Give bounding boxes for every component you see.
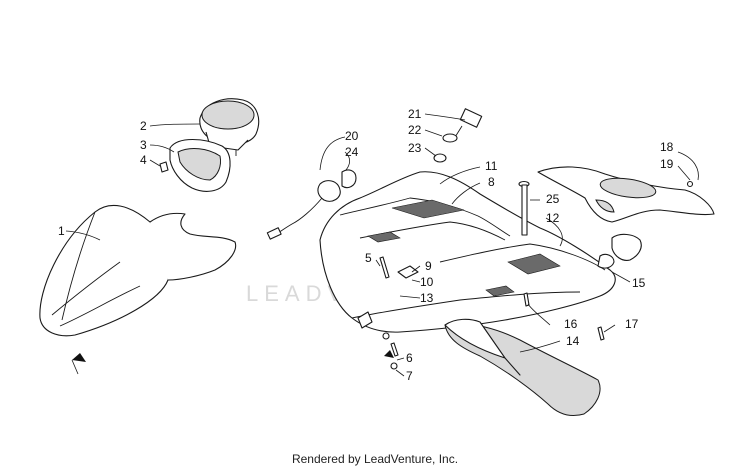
callout-11: 11	[485, 159, 498, 173]
part-15-knob	[597, 233, 642, 269]
part-25-bolt	[518, 180, 530, 236]
callout-16: 16	[564, 317, 578, 331]
arrow-center	[384, 350, 394, 358]
callout-23: 23	[408, 141, 422, 155]
part-21-key	[433, 108, 483, 163]
callout-22: 22	[408, 123, 422, 137]
callout-7: 7	[406, 369, 413, 383]
callout-15: 15	[632, 276, 646, 290]
callout-19: 19	[660, 157, 674, 171]
callout-5: 5	[365, 251, 372, 265]
callout-20: 20	[345, 129, 359, 143]
callout-21: 21	[408, 107, 422, 121]
callout-9: 9	[425, 259, 432, 273]
callout-17: 17	[625, 317, 639, 331]
part-20-harness	[266, 169, 357, 240]
part-4-screw	[159, 161, 169, 173]
callout-6: 6	[406, 351, 413, 365]
part-5-screw	[379, 256, 390, 279]
part-18-rear-cover	[537, 166, 715, 223]
callout-3: 3	[140, 138, 147, 152]
leader-lines	[65, 113, 699, 377]
callout-25: 25	[546, 192, 560, 206]
part-1-front-fender	[39, 204, 237, 337]
callout-1: 1	[58, 224, 65, 238]
part-17-screw	[597, 326, 605, 341]
callout-18: 18	[660, 140, 674, 154]
callout-8: 8	[488, 175, 495, 189]
callout-12: 12	[546, 211, 560, 225]
callout-10: 10	[420, 275, 434, 289]
callout-labels: 1 2 3 4 5 6 7 8 9 10 11 12 13 14 15 16 1…	[58, 107, 674, 383]
callout-13: 13	[420, 291, 434, 305]
arrow-left	[72, 353, 86, 362]
footer-credit: Rendered by LeadVenture, Inc.	[291, 452, 459, 466]
callout-24: 24	[345, 145, 359, 159]
callout-2: 2	[140, 119, 147, 133]
part-6-screw	[390, 342, 399, 370]
callout-14: 14	[566, 334, 580, 348]
part-3-gauge-boot	[169, 138, 231, 192]
part-14-lower-panel	[444, 318, 601, 417]
callout-4: 4	[140, 153, 147, 167]
part-8-main-hood	[319, 171, 616, 340]
